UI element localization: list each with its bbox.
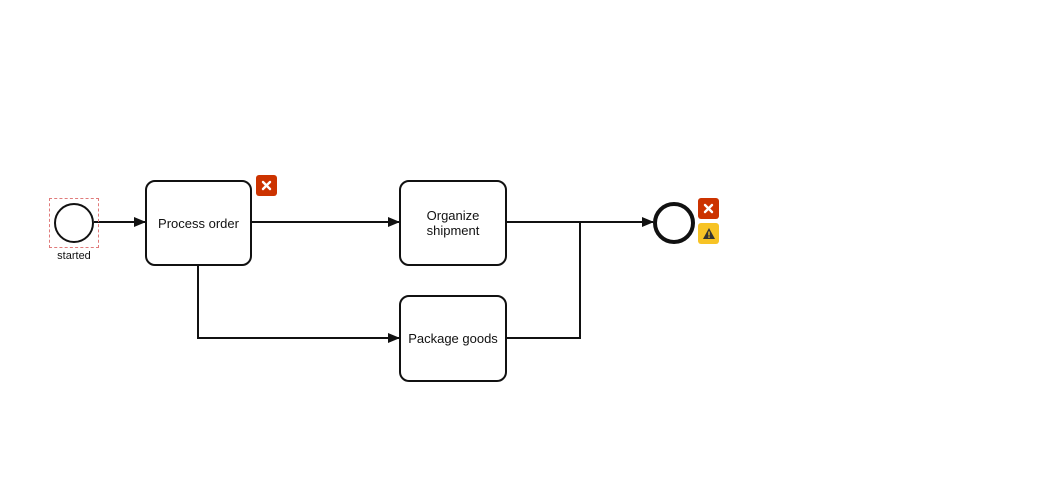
- process-order-error-badge[interactable]: [256, 175, 277, 196]
- end-event-error-badge[interactable]: [698, 198, 719, 219]
- task-process-order-label: Process order: [158, 215, 239, 231]
- task-package-goods-label: Package goods: [408, 331, 498, 346]
- close-icon: [261, 180, 272, 191]
- start-event[interactable]: [54, 203, 94, 243]
- start-event-label: started: [57, 250, 91, 262]
- task-organize-shipment-label: Organize shipment: [426, 208, 480, 238]
- end-event-warning-badge[interactable]: [698, 223, 719, 244]
- end-event[interactable]: [653, 202, 695, 244]
- task-process-order[interactable]: Process order: [145, 180, 252, 266]
- task-organize-shipment[interactable]: Organize shipment: [399, 180, 507, 266]
- close-icon: [703, 203, 714, 214]
- flow-package-goods-to-end[interactable]: [506, 222, 581, 339]
- task-package-goods[interactable]: Package goods: [399, 295, 507, 382]
- flow-process-order-to-package-goods[interactable]: [197, 266, 400, 343]
- start-event-selection: [49, 198, 99, 248]
- warning-icon: [702, 228, 715, 239]
